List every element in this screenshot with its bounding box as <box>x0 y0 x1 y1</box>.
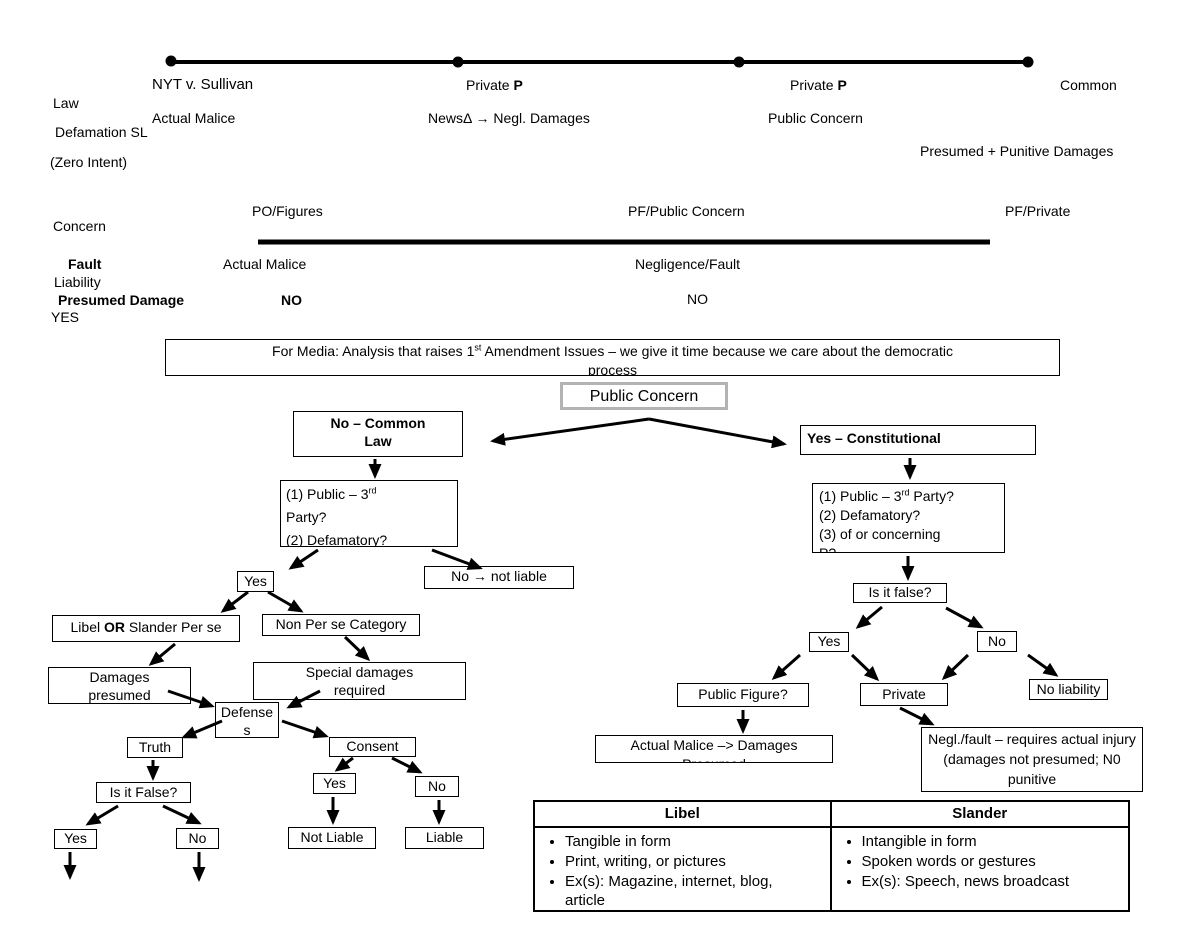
flow-node-damages-presumed: Damages presumed <box>48 667 191 704</box>
timeline-line <box>165 55 1034 68</box>
matrix-row-label-liability: Liability <box>54 274 101 290</box>
flow-node-defenses: Defenses <box>215 702 279 738</box>
flow-node-yes-constitutional: Yes – Constitutional <box>800 425 1036 455</box>
timeline-dot-1 <box>165 55 177 67</box>
slander-list: Intangible in form Spoken words or gestu… <box>862 832 1129 891</box>
flow-node-false-no: No <box>176 828 219 849</box>
timeline-label-nyt-v-sullivan: NYT v. Sullivan <box>152 76 254 93</box>
constitutional-element-1: (1) Public – 3rd Party? <box>819 487 954 504</box>
timeline-dot-4 <box>1022 56 1034 68</box>
flow-node-not-liable: Not Liable <box>288 827 376 849</box>
libel-column: Libel Tangible in form Print, writing, o… <box>535 802 832 911</box>
flow-node-actual-malice-damages-presumed: Actual Malice –> Damages Presumed <box>595 735 833 763</box>
timeline-label-public-concern: Public Concern <box>768 110 863 126</box>
flow-node-public-figure: Public Figure? <box>677 683 809 707</box>
flow-node-libel-or-slander-per-se: Libel OR Slander Per se <box>52 615 240 642</box>
list-item: Ex(s): Speech, news broadcast <box>862 872 1080 891</box>
flow-title-public-concern: Public Concern <box>560 382 728 410</box>
flow-node-right-no: No <box>977 631 1017 652</box>
flow-node-non-per-se-category: Non Per se Category <box>262 614 420 636</box>
common-law-element-1: (1) Public – 3rd <box>286 485 377 502</box>
matrix-cell-actual-malice: Actual Malice <box>223 256 307 272</box>
flow-node-special-damages-required: Special damages required <box>253 662 466 700</box>
flow-node-common-law-elements: (1) Public – 3rd Party? (2) Defamatory? … <box>280 480 458 547</box>
timeline-dot-3 <box>733 56 745 68</box>
flow-node-no-not-liable: No → not liable <box>424 566 574 589</box>
flow-node-no-common-law: No – Common Law <box>293 411 463 457</box>
libel-header: Libel <box>535 802 830 828</box>
matrix-col-pf-private: PF/Private <box>1005 203 1071 219</box>
left-label-law: Law <box>53 95 79 111</box>
matrix-col-pf-public-concern: PF/Public Concern <box>628 203 745 219</box>
list-item: Tangible in form <box>565 832 783 851</box>
slander-column: Slander Intangible in form Spoken words … <box>831 802 1129 911</box>
matrix-row-label-fault: Fault <box>68 256 102 272</box>
list-item: Print, writing, or pictures <box>565 852 783 871</box>
matrix-cell-no-bold: NO <box>281 292 302 308</box>
timeline-dot-2 <box>452 56 464 68</box>
timeline-label-common: Common <box>1060 77 1117 93</box>
flow-node-consent-yes: Yes <box>313 773 356 794</box>
media-analysis-line2: process <box>587 362 638 376</box>
media-analysis-banner: For Media: Analysis that raises 1st Amen… <box>165 339 1060 376</box>
flow-node-truth: Truth <box>127 737 183 758</box>
slander-header: Slander <box>831 802 1128 828</box>
matrix-cell-negligence-fault: Negligence/Fault <box>635 256 741 272</box>
flow-node-no-liability: No liability <box>1029 679 1108 700</box>
left-label-defamation-sl: Defamation SL <box>55 124 148 140</box>
flow-node-false-yes: Yes <box>54 829 97 849</box>
timeline-label-actual-malice: Actual Malice <box>152 110 236 126</box>
list-item: Ex(s): Magazine, internet, blog, article <box>565 872 783 910</box>
left-label-zero-intent: (Zero Intent) <box>50 154 128 170</box>
timeline-label-private-p-2: Private P <box>790 77 847 93</box>
timeline-label-private-p-1: Private P <box>466 77 523 93</box>
flow-node-consent-no: No <box>415 776 459 797</box>
media-analysis-line1: For Media: Analysis that raises 1st Amen… <box>272 342 953 359</box>
flow-node-right-yes: Yes <box>809 632 849 652</box>
constitutional-element-4: P? <box>819 545 837 553</box>
matrix-cell-no: NO <box>687 291 708 307</box>
flow-node-is-it-false-left: Is it False? <box>96 782 191 803</box>
matrix-row-label-concern: Concern <box>53 218 106 234</box>
flow-node-liable: Liable <box>405 827 484 849</box>
flow-node-negl-fault-actual-injury: Negl./fault – requires actual injury (da… <box>921 727 1143 792</box>
common-law-element-1b: Party? <box>286 509 327 525</box>
list-item: Spoken words or gestures <box>862 852 1080 871</box>
libel-list: Tangible in form Print, writing, or pict… <box>565 832 830 910</box>
flow-node-is-it-false-right: Is it false? <box>853 583 947 603</box>
constitutional-element-3: (3) of or concerning <box>819 526 941 542</box>
libel-slander-table: Libel Tangible in form Print, writing, o… <box>533 800 1130 912</box>
flow-node-constitutional-elements: (1) Public – 3rd Party? (2) Defamatory? … <box>812 483 1005 553</box>
constitutional-element-2: (2) Defamatory? <box>819 507 921 523</box>
common-law-element-2: (2) Defamatory? <box>286 532 388 547</box>
flow-node-yes-elements-met: Yes <box>237 571 274 592</box>
list-item: Intangible in form <box>862 832 1080 851</box>
timeline-note-presumed-punitive: Presumed + Punitive Damages <box>920 143 1114 159</box>
flow-node-consent: Consent <box>329 737 416 757</box>
matrix-col-po-figures: PO/Figures <box>252 203 323 219</box>
timeline-label-news-negl-damages: NewsΔ → Negl. Damages <box>428 110 590 126</box>
flow-node-private: Private <box>860 683 948 706</box>
matrix-row-label-yes: YES <box>51 309 80 325</box>
matrix-row-label-presumed-damage: Presumed Damage <box>58 292 185 308</box>
